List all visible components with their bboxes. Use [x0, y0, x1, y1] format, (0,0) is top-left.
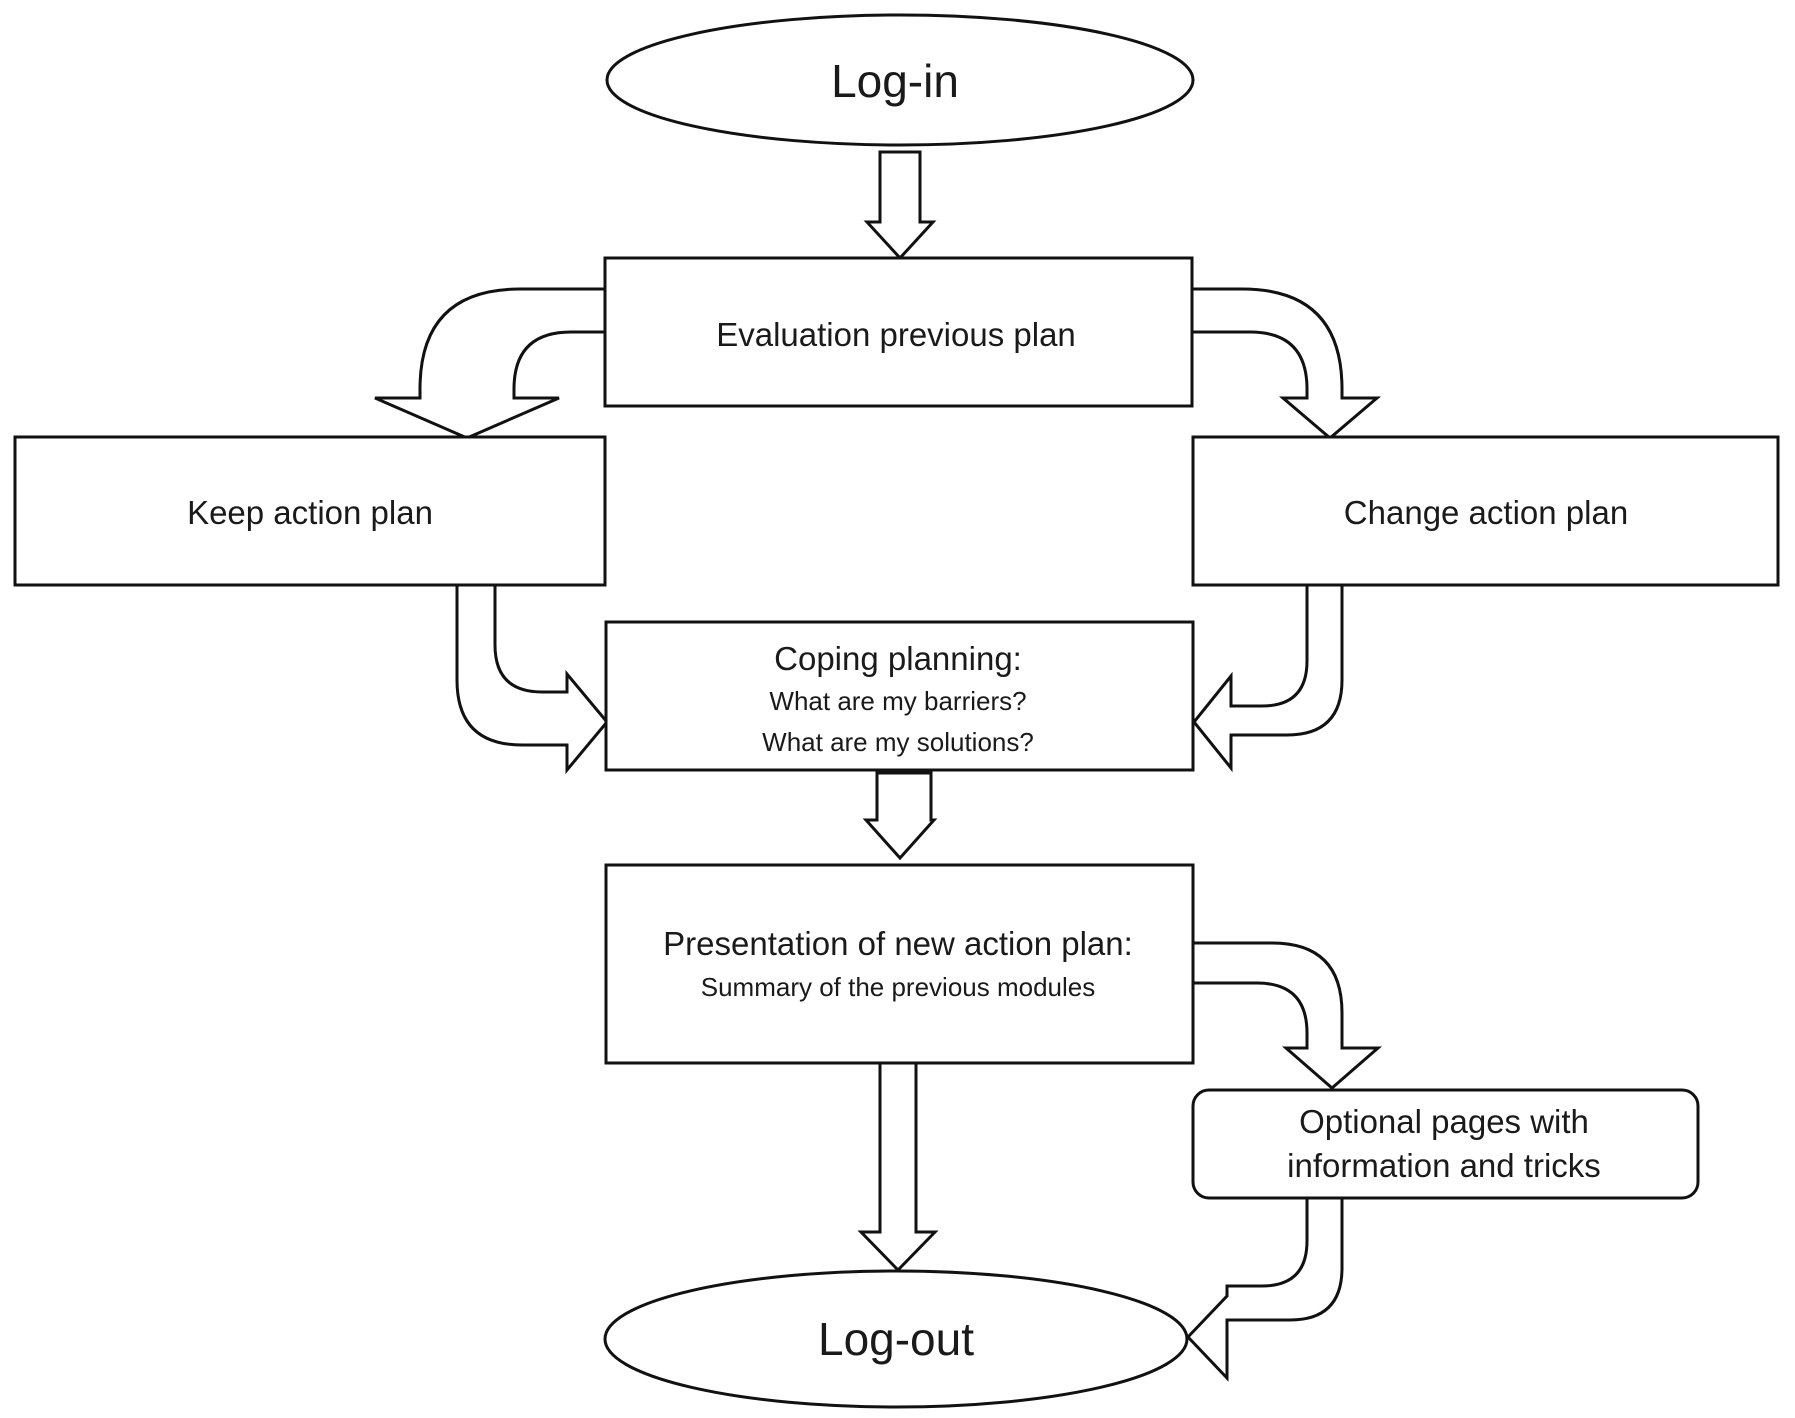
optional-node: Optional pages with information and tric…	[1191, 1088, 1700, 1200]
presentation-title: Presentation of new action plan:	[663, 925, 1133, 962]
login-label: Log-in	[831, 55, 959, 107]
presentation-subtitle: Summary of the previous modules	[701, 972, 1096, 1002]
evaluation-label: Evaluation previous plan	[716, 316, 1076, 353]
optional-line1: Optional pages with	[1299, 1103, 1589, 1140]
coping-line2: What are my solutions?	[762, 727, 1034, 757]
arrow-coping-to-presentation	[862, 771, 938, 861]
arrow-keep-to-coping	[455, 583, 609, 775]
keep-label: Keep action plan	[187, 494, 433, 531]
arrow-evaluation-to-change	[1190, 287, 1382, 440]
arrow-presentation-to-logout	[857, 1061, 939, 1273]
keep-node: Keep action plan	[13, 435, 607, 587]
arrow-presentation-to-optional	[1190, 941, 1383, 1090]
presentation-node: Presentation of new action plan: Summary…	[604, 863, 1195, 1065]
login-node: Log-in	[605, 13, 1195, 147]
arrow-change-to-coping	[1192, 583, 1344, 773]
logout-label: Log-out	[818, 1313, 974, 1365]
optional-line2: information and tricks	[1287, 1147, 1601, 1184]
logout-node: Log-out	[603, 1269, 1189, 1409]
change-node: Change action plan	[1191, 435, 1780, 587]
change-label: Change action plan	[1344, 494, 1628, 531]
coping-line1: What are my barriers?	[769, 686, 1026, 716]
arrow-evaluation-to-keep	[374, 287, 607, 440]
coping-title: Coping planning:	[774, 640, 1022, 677]
coping-node: Coping planning: What are my barriers? W…	[604, 620, 1195, 772]
evaluation-node: Evaluation previous plan	[603, 256, 1194, 408]
arrow-login-to-evaluation	[863, 150, 937, 261]
arrow-optional-to-logout	[1185, 1196, 1344, 1382]
